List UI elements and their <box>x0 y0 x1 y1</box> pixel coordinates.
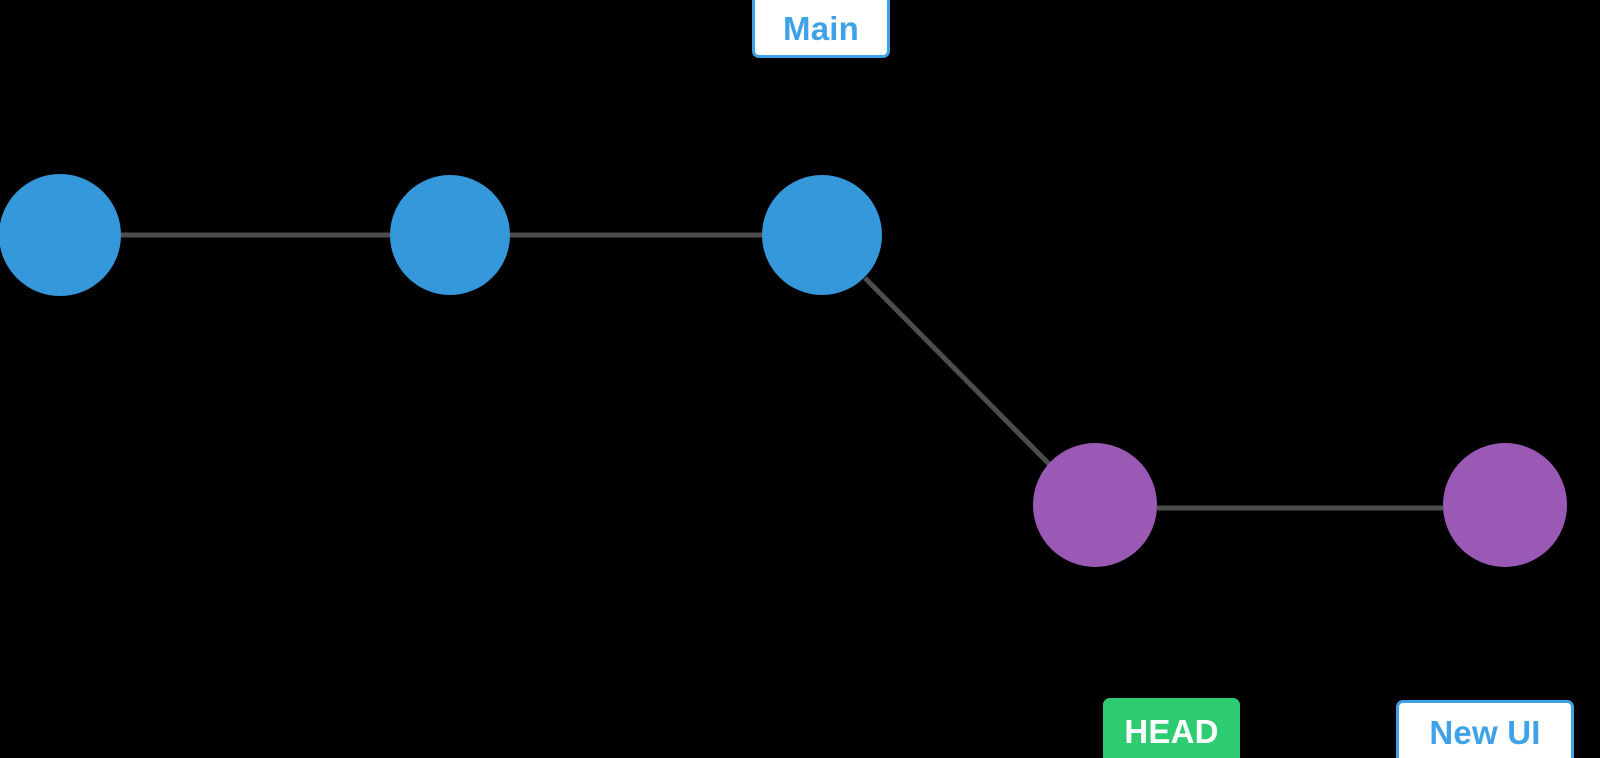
edge-main-3-to-new-ui-1 <box>863 276 1055 470</box>
branch-label-main[interactable]: Main <box>752 0 890 58</box>
commit-node-new-ui-2[interactable] <box>1443 443 1567 567</box>
head-badge[interactable]: HEAD <box>1103 698 1240 758</box>
commit-node-main-3[interactable] <box>762 175 882 295</box>
commit-node-main-2[interactable] <box>390 175 510 295</box>
commit-node-new-ui-1[interactable] <box>1033 443 1157 567</box>
branch-label-new-ui[interactable]: New UI <box>1396 700 1574 758</box>
commit-node-main-1[interactable] <box>0 174 121 296</box>
